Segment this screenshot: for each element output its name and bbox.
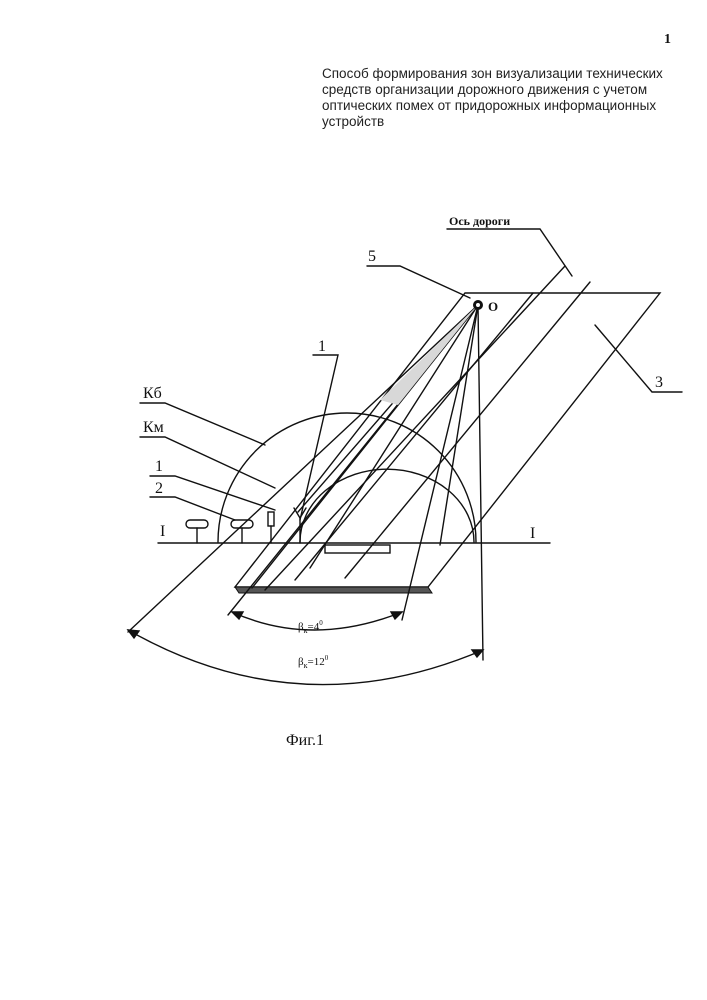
section-label-right: I	[530, 525, 535, 542]
callout-3: 3	[655, 374, 663, 391]
beta-large-label: βк=120	[298, 654, 329, 670]
roadside-device	[186, 520, 208, 528]
road-line	[295, 293, 533, 580]
callout-2: 2	[155, 480, 163, 497]
roadside-device	[231, 520, 253, 528]
kb-label: Кб	[143, 385, 162, 402]
leader-road-axis	[447, 229, 572, 276]
road-line	[265, 266, 565, 590]
arrow-head	[472, 650, 483, 657]
beta-small-label: βк=40	[298, 619, 323, 635]
figure-caption: Фиг.1	[286, 732, 324, 750]
arrow-head	[232, 612, 243, 619]
observer-label: О	[488, 299, 498, 314]
km-label: Км	[143, 419, 164, 436]
leader-5	[367, 266, 470, 298]
sight-ray	[310, 305, 478, 568]
sight-cone-shade	[380, 305, 478, 405]
road-axis-label: Ось дороги	[449, 214, 510, 228]
road-line	[345, 282, 590, 578]
arrow-head	[128, 630, 139, 638]
traffic-sign	[268, 512, 274, 526]
callout-1-top: 1	[318, 338, 326, 355]
callout-1-left: 1	[155, 458, 163, 475]
arrow-head	[391, 612, 402, 619]
beta-large-arc	[128, 630, 483, 685]
visualization-zone-rect	[325, 545, 390, 553]
leader-1-left	[150, 476, 275, 510]
sight-ray	[128, 305, 478, 632]
callout-5: 5	[368, 248, 376, 265]
section-label-left: I	[160, 523, 165, 540]
leader-1-top	[300, 355, 338, 520]
